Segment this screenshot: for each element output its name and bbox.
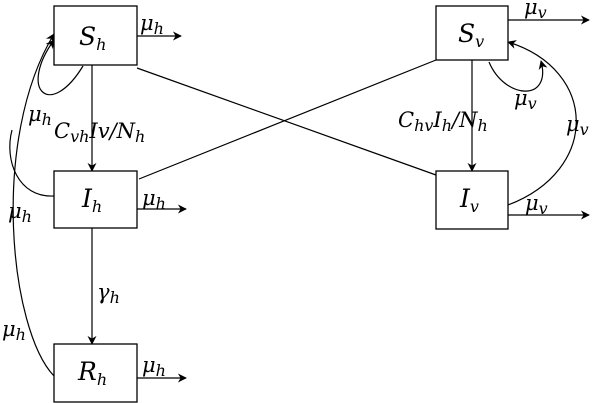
label-mu-h-ih-death: μh	[142, 186, 166, 213]
edge-iv-to-sv	[507, 40, 577, 206]
edge-ih-to-sh	[9, 129, 55, 197]
label-gamma-h: γh	[97, 280, 120, 307]
label-mu-h-sh-death: μh	[140, 11, 164, 38]
label-mu-v-iv-death: μv	[525, 191, 548, 218]
node-label-ih: Ih	[81, 184, 102, 216]
edge-rh-to-sh	[12, 33, 55, 377]
node-label-rh: Rh	[77, 357, 107, 389]
edge-sh-loop	[37, 39, 84, 96]
edge-sv-loop	[488, 60, 548, 92]
box-recovered-human	[53, 343, 138, 403]
node-label-sv: Sv	[458, 19, 484, 51]
label-mu-v-sv-loop: μv	[514, 86, 537, 113]
label-mu-h-rh-to-sh: μh	[2, 317, 26, 344]
box-susceptible-human	[53, 5, 138, 66]
label-infection-vector: ChvIh/Nh	[398, 108, 488, 135]
label-mu-h-sh-loop: μh	[28, 102, 52, 129]
node-label-iv: Iv	[459, 184, 479, 216]
box-susceptible-vector	[435, 5, 509, 61]
label-mu-h-ih-to-sh: μh	[8, 199, 32, 226]
edge-sv-to-ih	[138, 59, 437, 180]
label-mu-v-iv-to-sv: μv	[566, 112, 589, 139]
label-infection-human: CvhIv/Nh	[54, 119, 145, 146]
edge-sh-to-iv	[136, 67, 437, 176]
box-infected-human	[53, 170, 138, 229]
label-mu-h-rh-death: μh	[142, 353, 166, 380]
node-label-sh: Sh	[79, 22, 106, 54]
box-infected-vector	[435, 170, 509, 230]
label-mu-v-sv-death: μv	[524, 0, 547, 22]
